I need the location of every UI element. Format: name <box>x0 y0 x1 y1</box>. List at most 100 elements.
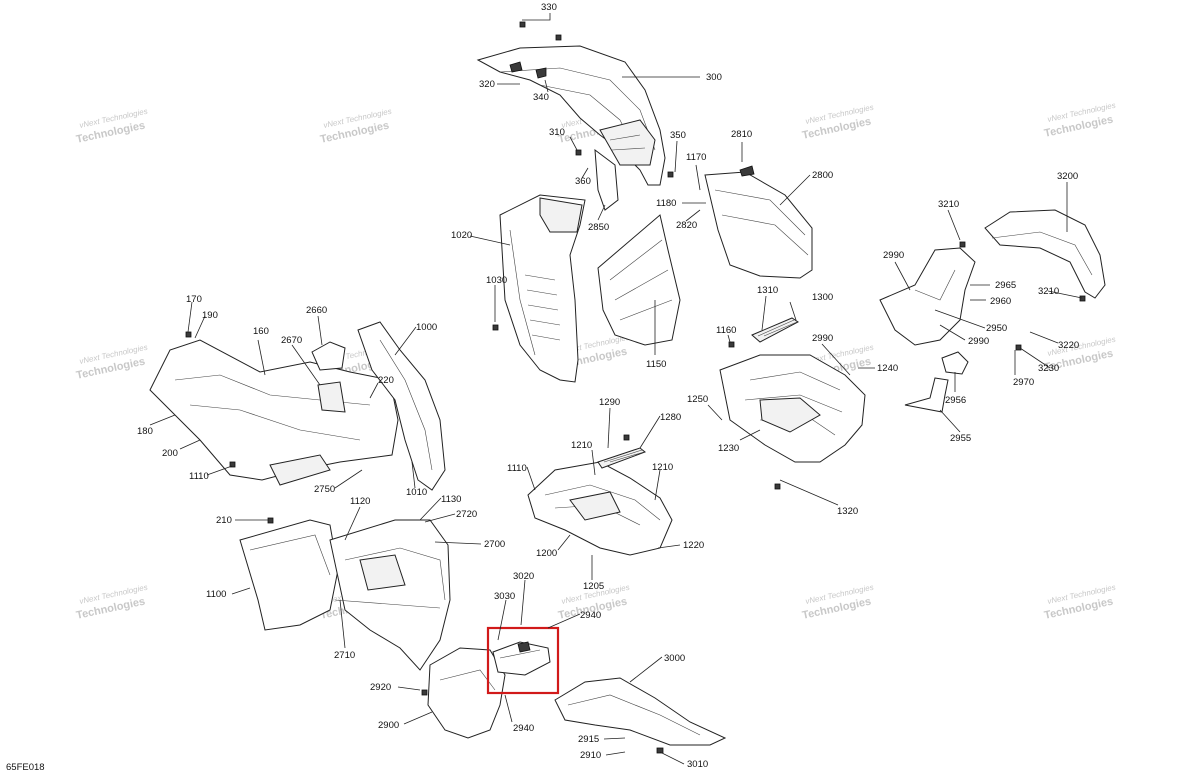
callout-2990c: 2990 <box>812 333 833 344</box>
part-3000-fender-right <box>554 677 727 746</box>
part-1300-grille <box>751 317 799 343</box>
callout-3210a: 3210 <box>938 199 959 210</box>
callout-2940b: 2940 <box>513 723 534 734</box>
callout-310: 310 <box>549 127 565 138</box>
callout-200: 200 <box>162 448 178 459</box>
callout-3030: 3030 <box>494 591 515 602</box>
callout-3020: 3020 <box>513 571 534 582</box>
highlight-box <box>486 626 560 695</box>
part-2955-deflector <box>904 377 949 413</box>
part-1100-lower-panel <box>239 519 339 631</box>
figure-code: 65FE018 <box>6 762 45 773</box>
callout-labels: 330 320 340 300 310 350 360 2850 1170 11… <box>137 2 1079 770</box>
callout-2900: 2900 <box>378 720 399 731</box>
part-2956-clip <box>941 351 969 375</box>
callout-2820: 2820 <box>676 220 697 231</box>
watermark: vNext Technologies Technologies <box>75 343 148 382</box>
callout-2710: 2710 <box>334 650 355 661</box>
callout-2910: 2910 <box>580 750 601 761</box>
callout-1160: 1160 <box>716 325 736 336</box>
callout-1230: 1230 <box>718 443 739 454</box>
callout-160: 160 <box>253 326 269 337</box>
callout-2965: 2965 <box>995 280 1016 291</box>
callout-1205: 1205 <box>583 581 604 592</box>
callout-1020: 1020 <box>451 230 472 241</box>
callout-1320: 1320 <box>837 506 858 517</box>
callout-2970: 2970 <box>1013 377 1034 388</box>
callout-1220: 1220 <box>683 540 704 551</box>
part-1020-center-panel <box>499 194 586 383</box>
callout-1240: 1240 <box>877 363 898 374</box>
callout-1150: 1150 <box>646 359 666 370</box>
watermark: vNext Technologies Technologies <box>75 107 148 146</box>
watermark: vNext Technologies Technologies <box>1043 583 1116 622</box>
part-shapes <box>149 21 1106 754</box>
callout-2990b: 2990 <box>968 336 989 347</box>
leader-lines <box>149 13 1083 765</box>
callout-170: 170 <box>186 294 202 305</box>
part-1280-grille <box>597 447 647 469</box>
callout-2750: 2750 <box>314 484 335 495</box>
callout-2956: 2956 <box>945 395 966 406</box>
watermark: vNext Technologies Technologies <box>319 107 392 146</box>
part-300-dash-upper <box>476 45 666 211</box>
callout-1210b: 1210 <box>652 462 673 473</box>
callout-210: 210 <box>216 515 232 526</box>
part-2900-fender <box>427 647 506 739</box>
callout-320: 320 <box>479 79 495 90</box>
part-2950-bracket <box>879 247 976 346</box>
part-2700-door-panel <box>329 519 451 671</box>
callout-1200: 1200 <box>536 548 557 559</box>
part-1200-center-floor <box>527 461 673 556</box>
callout-2850: 2850 <box>588 222 609 233</box>
callout-2950: 2950 <box>986 323 1007 334</box>
part-2660-bracket <box>311 341 346 371</box>
callout-1250: 1250 <box>687 394 708 405</box>
callout-2955: 2955 <box>950 433 971 444</box>
callout-2670: 2670 <box>281 335 302 346</box>
callout-2720: 2720 <box>456 509 477 520</box>
callout-1120: 1120 <box>350 496 370 507</box>
callout-1170: 1170 <box>686 152 706 163</box>
part-2800-right-panel <box>704 165 813 279</box>
callout-2960: 2960 <box>990 296 1011 307</box>
callout-300: 300 <box>706 72 722 83</box>
callout-1100: 1100 <box>206 589 226 600</box>
callout-350: 350 <box>670 130 686 141</box>
callout-3000: 3000 <box>664 653 685 664</box>
callout-1310: 1310 <box>757 285 778 296</box>
callout-1180: 1180 <box>656 198 676 209</box>
callout-1000: 1000 <box>416 322 437 333</box>
callout-2940a: 2940 <box>580 610 601 621</box>
callout-3210b: 3210 <box>1038 286 1059 297</box>
callout-360: 360 <box>575 176 591 187</box>
part-2940-highlighted <box>492 641 551 676</box>
callout-1280: 1280 <box>660 412 681 423</box>
part-1150-side-panel <box>597 214 681 346</box>
callout-1210a: 1210 <box>571 440 592 451</box>
callout-2810: 2810 <box>731 129 752 140</box>
watermark: vNext Technologies Technologies <box>1043 101 1116 140</box>
watermark: vNext Technologies Technologies <box>801 583 874 622</box>
part-3200-cover <box>984 209 1106 299</box>
callout-1110b: 1110 <box>507 463 527 474</box>
callout-1130: 1130 <box>441 494 461 505</box>
callout-340: 340 <box>533 92 549 103</box>
callout-330: 330 <box>541 2 557 13</box>
callout-190: 190 <box>202 310 218 321</box>
callout-3230: 3230 <box>1038 363 1059 374</box>
watermark: vNext Technologies Technologies <box>75 583 148 622</box>
watermark: vNext Technologies Technologies <box>801 103 874 142</box>
callout-1290: 1290 <box>599 397 620 408</box>
callout-3200: 3200 <box>1057 171 1078 182</box>
callout-3220: 3220 <box>1058 340 1079 351</box>
callout-2915: 2915 <box>578 734 599 745</box>
callout-1010: 1010 <box>406 487 427 498</box>
callout-2700: 2700 <box>484 539 505 550</box>
part-160-left-hood <box>149 339 399 486</box>
callout-2800: 2800 <box>812 170 833 181</box>
callout-2920: 2920 <box>370 682 391 693</box>
part-1230-floor-pan <box>719 354 866 463</box>
callout-1300: 1300 <box>812 292 833 303</box>
callout-2990a: 2990 <box>883 250 904 261</box>
